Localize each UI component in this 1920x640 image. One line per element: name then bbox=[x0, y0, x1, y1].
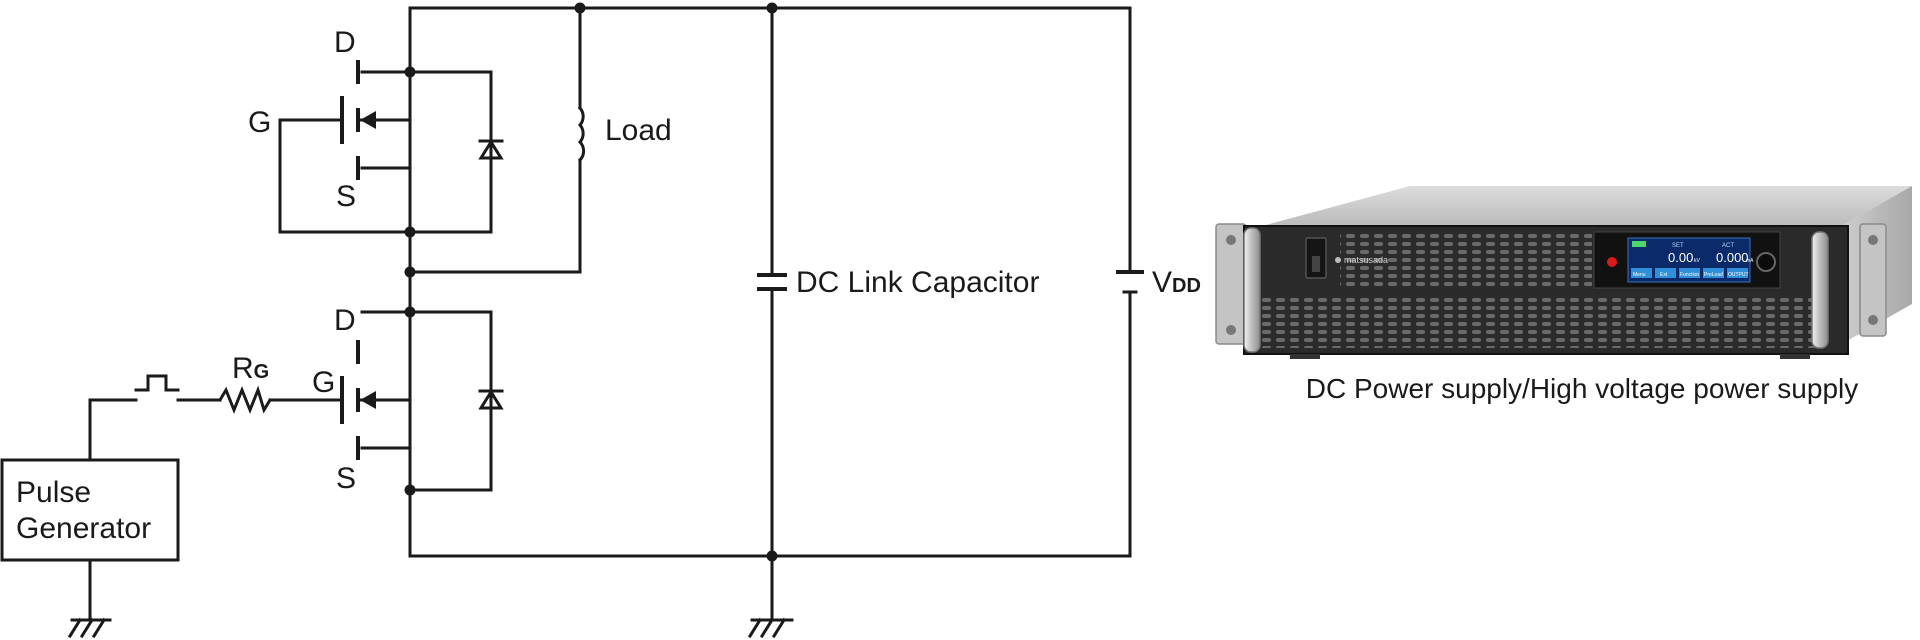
gate-resistor-label: RG bbox=[232, 352, 269, 385]
upper-mosfet bbox=[340, 60, 412, 180]
junction-dot bbox=[574, 2, 586, 14]
soft-key-function: Function bbox=[1680, 272, 1699, 278]
wires bbox=[88, 6, 1132, 622]
product-caption: DC Power supply/High voltage power suppl… bbox=[1306, 373, 1859, 404]
junction-dot bbox=[404, 484, 416, 496]
load-inductor bbox=[577, 105, 586, 163]
control-knob bbox=[1756, 252, 1776, 272]
lcd-voltage-readout: 0.00 bbox=[1668, 250, 1693, 265]
rack-ear-right bbox=[1859, 223, 1887, 337]
lower-drain-label: D bbox=[334, 304, 356, 337]
load-label: Load bbox=[605, 114, 672, 147]
pulse-waveform-icon bbox=[134, 374, 180, 392]
junction-dots bbox=[404, 2, 778, 562]
vdd-battery bbox=[1116, 270, 1144, 294]
junction-dot bbox=[766, 2, 778, 14]
lower-source-label: S bbox=[336, 462, 356, 495]
ground-symbol-main bbox=[747, 617, 794, 639]
lcd-act-label: ACT bbox=[1722, 243, 1734, 249]
upper-drain-label: D bbox=[334, 26, 356, 59]
gate-resistor bbox=[217, 385, 273, 415]
soft-key-output: OUTPUT bbox=[1728, 272, 1749, 278]
soft-key-preload: PreLoad bbox=[1704, 272, 1723, 278]
dc-link-capacitor bbox=[757, 273, 787, 291]
pulse-generator-box bbox=[0, 458, 180, 562]
lower-mosfet-arrow bbox=[360, 391, 376, 409]
vdd-label: VDD bbox=[1152, 266, 1201, 299]
lcd-set-label: SET bbox=[1672, 243, 1684, 249]
lower-diode bbox=[478, 389, 504, 410]
junction-dot bbox=[404, 306, 416, 318]
lower-gate-label: G bbox=[312, 366, 335, 399]
junction-dot bbox=[404, 226, 416, 238]
ground-symbol-pulse bbox=[67, 617, 112, 639]
upper-source-label: S bbox=[336, 180, 356, 213]
brand-label: matsusada bbox=[1344, 255, 1388, 265]
lcd-voltage-unit: kV bbox=[1694, 258, 1701, 264]
pulse-generator-label-line2: Generator bbox=[16, 512, 151, 545]
front-handle-left bbox=[1243, 227, 1261, 353]
dc-link-capacitor-label: DC Link Capacitor bbox=[796, 266, 1039, 299]
junction-dot bbox=[404, 66, 416, 78]
pulse-generator-label-line1: Pulse bbox=[16, 476, 91, 509]
lcd-current-unit: mA bbox=[1746, 258, 1754, 264]
soft-key-ext: Ext bbox=[1660, 272, 1668, 278]
soft-key-menu: Menu bbox=[1633, 272, 1646, 278]
power-supply-illustration: matsusada SET ACT 0.00 kV 0.000 mA Menu … bbox=[1215, 186, 1912, 359]
junction-dot bbox=[404, 266, 416, 278]
upper-gate-label: G bbox=[248, 106, 271, 139]
upper-diode bbox=[478, 139, 504, 160]
power-led bbox=[1607, 257, 1617, 267]
lcd-current-readout: 0.000 bbox=[1716, 250, 1749, 265]
front-handle-right bbox=[1811, 231, 1829, 349]
lower-mosfet bbox=[340, 340, 412, 460]
junction-dot bbox=[766, 550, 778, 562]
upper-mosfet-arrow bbox=[360, 111, 376, 129]
